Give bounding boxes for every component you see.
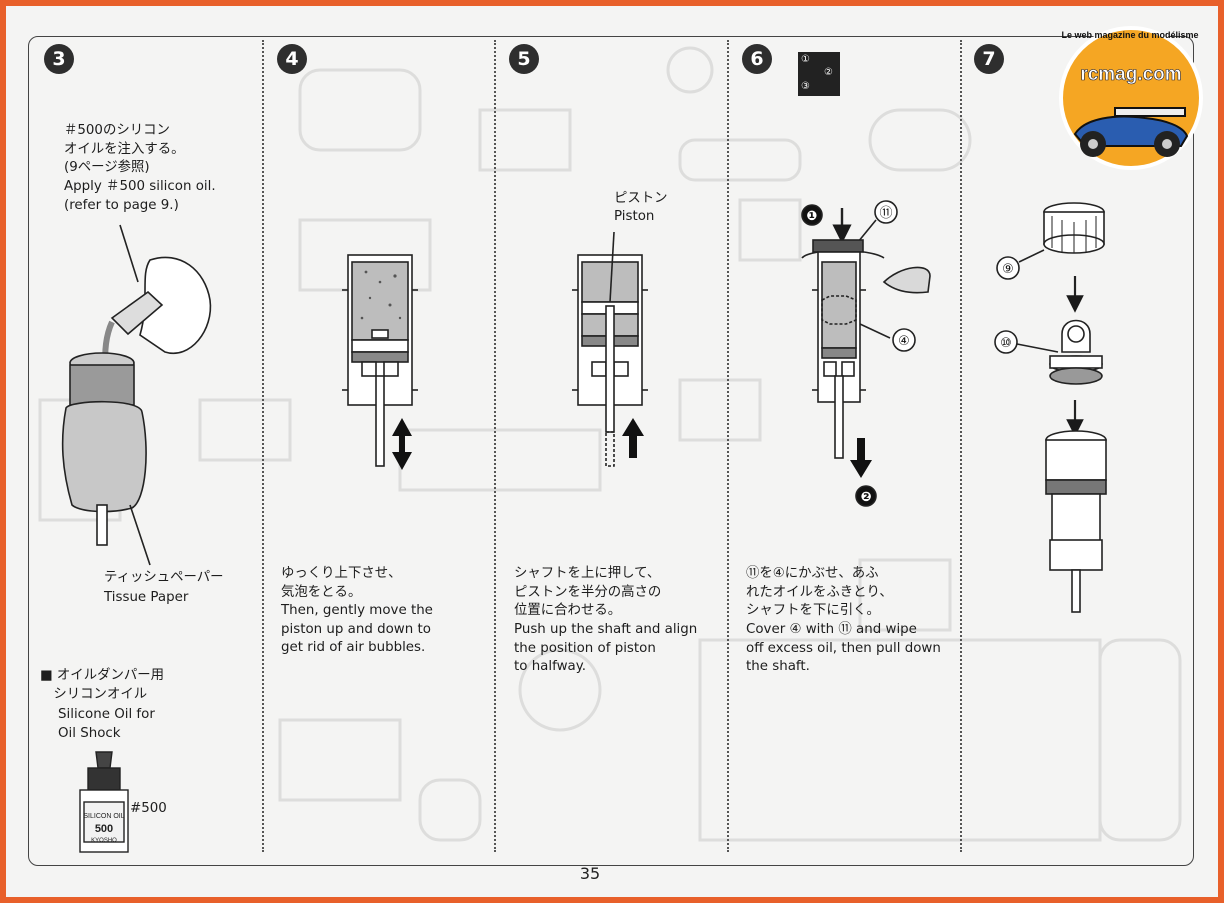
step3-illustration (61, 224, 212, 566)
step-number-3: 3 (44, 44, 74, 74)
step4-text-en: Then, gently move the piston up and down… (281, 603, 433, 655)
silicone-oil-heading-jp: ■ オイルダンパー用 シリコンオイル (40, 668, 165, 702)
step-number-7: 7 (974, 44, 1004, 74)
step7-illustration: ⑨ ⑩ (994, 202, 1107, 613)
step4-text-jp: ゆっくり上下させ、 気泡をとる。 (281, 566, 402, 600)
step5-text-jp: シャフトを上に押して、 ピストンを半分の高さの 位置に合わせる。 (514, 566, 662, 618)
leader-line-oil (119, 224, 139, 283)
oil-grade-label: #500 (130, 801, 167, 816)
sequence-icon: ① ② ③ (798, 52, 840, 96)
column-divider (494, 40, 496, 852)
oil-bottle-tip (110, 290, 164, 336)
page-number: 35 (579, 864, 601, 883)
tissue-label-jp: ティッシュペーパー (104, 570, 224, 585)
callout-1: ❶ (806, 209, 817, 224)
step-number-4: 4 (277, 44, 307, 74)
bottle-number-text: 500 (95, 823, 113, 835)
step5-text-en: Push up the shaft and align the position… (514, 622, 698, 674)
step4-damper (342, 254, 418, 467)
tissue-label-en: Tissue Paper (104, 590, 189, 605)
rcmag-logo (1059, 26, 1203, 170)
bottle-label-text: SILICON OIL (83, 813, 124, 820)
part-11-label: ⑪ (879, 206, 892, 221)
silicone-oil-bottle: SILICON OIL 500 KYOSHO (79, 751, 129, 853)
step5-damper (572, 231, 648, 467)
hand (139, 256, 212, 355)
column-divider (262, 40, 264, 852)
step6-illustration: ❶ ⑪ ④ ❷ (801, 200, 931, 507)
air-bubbles (360, 270, 402, 320)
up-down-arrow (392, 418, 412, 470)
step3-instruction-en: Apply ＃500 silicon oil. (refer to page 9… (64, 179, 216, 213)
step6-text-jp: ⑪を④にかぶせ、あふ れたオイルをふきとり、 シャフトを下に引く。 (746, 566, 893, 618)
logo-text: rcmag.com (1080, 64, 1182, 86)
step-number-5: 5 (509, 44, 539, 74)
content-border (28, 36, 1194, 866)
callout-2: ❷ (860, 490, 871, 505)
step-number-6: 6 (742, 44, 772, 74)
piston-label-jp: ピストン (614, 191, 668, 206)
step3-instruction-jp: ＃500のシリコン オイルを注入する。 (9ページ参照) (64, 123, 185, 175)
tissue-paper (61, 400, 147, 513)
car-icon (1073, 107, 1189, 157)
sequence-icon-1: ① (801, 54, 810, 65)
silicone-oil-heading-en: Silicone Oil for Oil Shock (58, 707, 155, 741)
sequence-icon-3: ③ (801, 81, 810, 92)
part-4-label: ④ (898, 334, 910, 349)
piston-label-en: Piston (614, 209, 655, 224)
part-10-label: ⑩ (1000, 336, 1012, 351)
step6-text-en: Cover ④ with ⑪ and wipe off excess oil, … (746, 622, 941, 674)
up-arrow (622, 418, 644, 458)
sequence-icon-2: ② (824, 67, 833, 78)
down-arrow (850, 438, 872, 478)
column-divider (727, 40, 729, 852)
leader-line-tissue (129, 504, 151, 566)
page-frame (6, 6, 1218, 897)
column-divider (960, 40, 962, 852)
tissue-wipe (882, 266, 931, 294)
shock-shaft (96, 504, 108, 546)
part-9-label: ⑨ (1002, 262, 1014, 277)
logo-tagline: Le web magazine du modélisme (1061, 30, 1199, 40)
bottle-brand-text: KYOSHO (91, 838, 117, 844)
shock-collar (69, 364, 135, 406)
